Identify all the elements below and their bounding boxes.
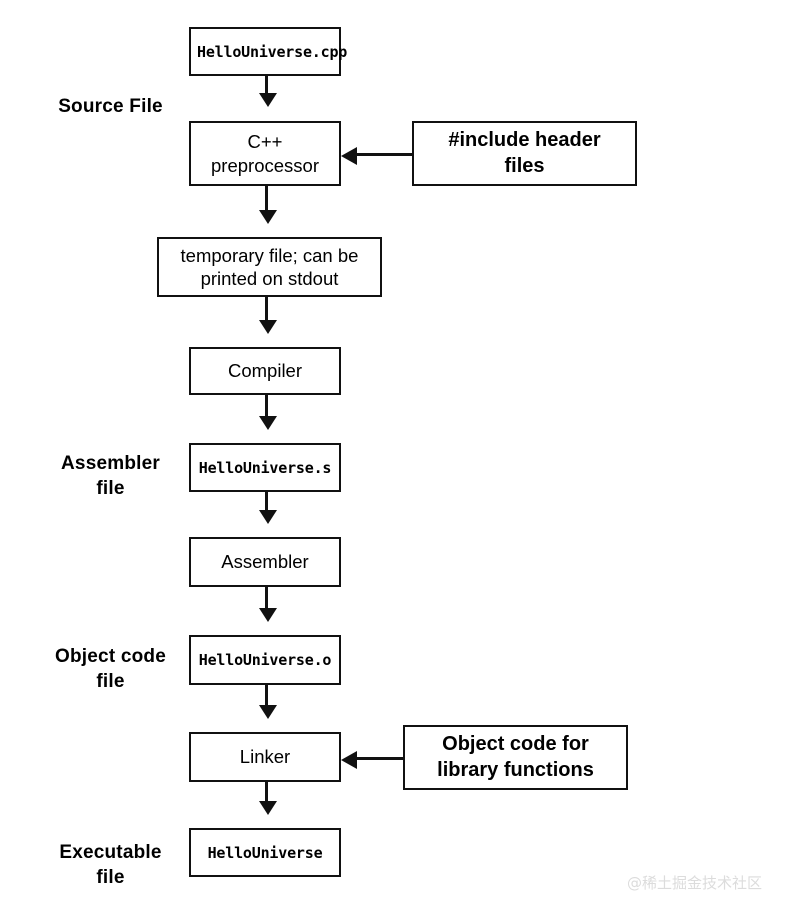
node-linker[interactable]: Linker (189, 732, 341, 782)
arrow-compiler-to-asm-file (258, 395, 277, 430)
node-label: HelloUniverse.o (198, 651, 332, 669)
node-cpp-preprocessor[interactable]: C++preprocessor (189, 121, 341, 186)
node-label: C++preprocessor (211, 131, 319, 176)
node-hellouniverse-s[interactable]: HelloUniverse.s (189, 443, 341, 492)
node-label: HelloUniverse (207, 843, 323, 862)
node-hellouniverse-cpp[interactable]: HelloUniverse.cpp (189, 27, 348, 76)
stage-label-source-file: Source File (58, 96, 163, 117)
node-compiler[interactable]: Compiler (189, 347, 341, 395)
node-assembler[interactable]: Assembler (189, 537, 341, 587)
node-label: Assembler (221, 551, 309, 573)
arrow-header-to-preprocessor (341, 146, 413, 165)
node-hellouniverse[interactable]: HelloUniverse (189, 828, 341, 877)
arrow-obj-to-linker (258, 685, 277, 719)
node-hellouniverse-o[interactable]: HelloUniverse.o (189, 635, 341, 685)
arrow-preprocessor-to-temp (258, 186, 277, 224)
watermark: @稀土掘金技术社区 (627, 874, 763, 892)
arrow-libcode-to-linker (341, 750, 404, 769)
arrow-assembler-to-obj (258, 587, 277, 622)
node-label: HelloUniverse.cpp (197, 42, 348, 61)
arrow-cpp-to-preprocessor (258, 76, 277, 107)
node-label: Compiler (227, 360, 303, 382)
arrow-temp-to-compiler (258, 297, 277, 334)
arrow-asm-file-to-assembler (258, 492, 277, 524)
node-label: HelloUniverse.s (198, 458, 332, 477)
arrow-linker-to-exe (258, 782, 277, 815)
node-label: Linker (239, 746, 291, 768)
